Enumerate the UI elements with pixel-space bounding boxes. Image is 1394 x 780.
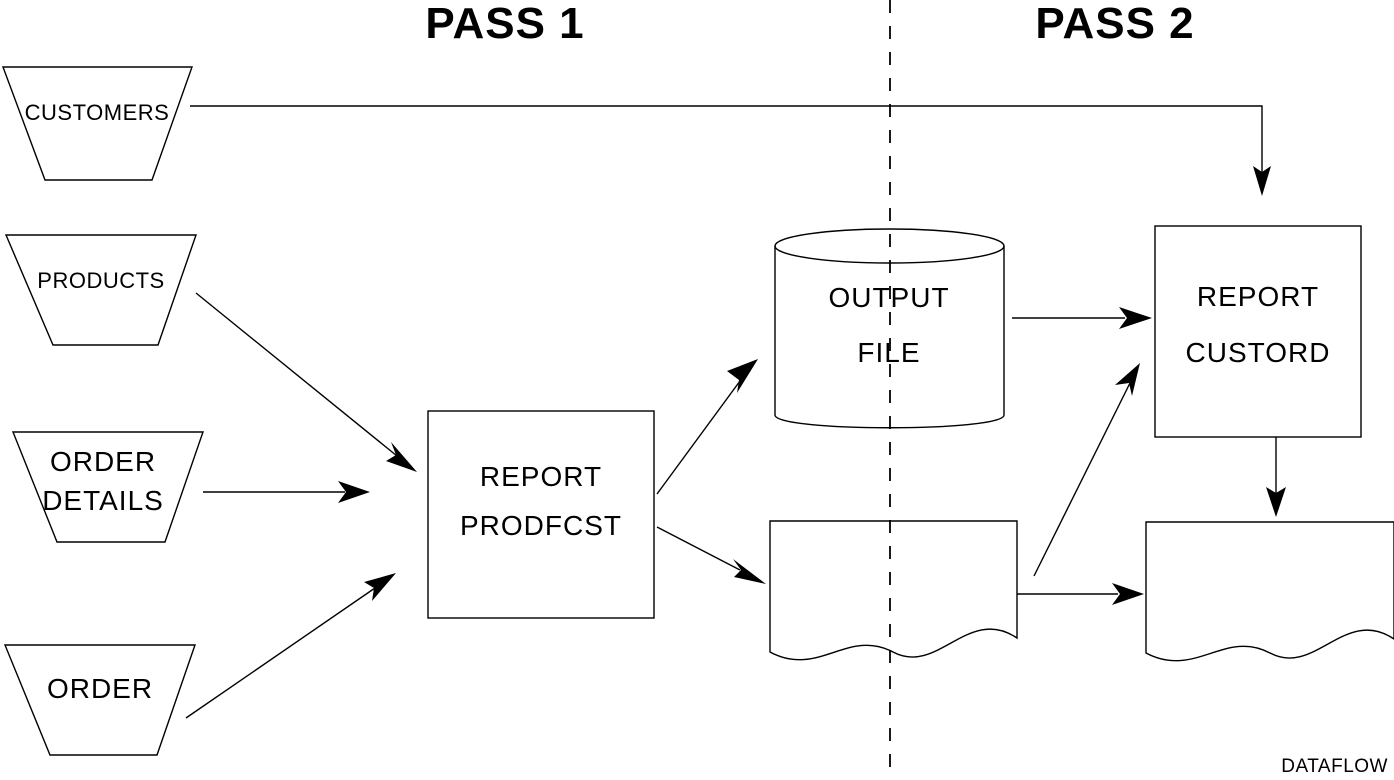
edge-report-prodfcst-to-output-file-arrowhead [727, 359, 758, 393]
edge-products-to-report-prodfcst-arrowhead [386, 442, 417, 472]
node-report-prodfcst-label-line2: PRODFCST [460, 510, 622, 541]
node-document-pass1-shape[interactable] [769, 520, 1018, 661]
edge-order-to-report-prodfcst-arrowhead [364, 573, 396, 601]
dataflow-corner-label: DATAFLOW [1281, 756, 1388, 777]
edge-products-to-report-prodfcst [195, 292, 398, 457]
node-report-prodfcst-label-line1: REPORT [480, 461, 602, 492]
node-customers-label: CUSTOMERS [25, 100, 170, 125]
node-order-details-label-line2: DETAILS [42, 485, 164, 516]
edge-output-file-to-report-custord-arrowhead [1119, 307, 1152, 329]
node-customers-shape[interactable] [1, 66, 193, 181]
node-products-shape[interactable] [4, 234, 197, 346]
edge-report-custord-to-document-pass2-arrowhead [1266, 487, 1286, 517]
node-report-custord-shape[interactable] [1154, 225, 1362, 438]
edge-customers-to-report-custord-arrowhead [1253, 166, 1271, 196]
node-document-pass2-shape[interactable] [1145, 521, 1394, 662]
node-output-file-shape[interactable] [774, 228, 1005, 429]
edge-order-to-report-prodfcst [185, 587, 376, 719]
node-order-shape[interactable] [3, 644, 196, 756]
node-order-details-label-line1: ORDER [50, 446, 156, 477]
node-output-file-label-line2: FILE [857, 337, 920, 368]
edge-order-details-to-report-prodfcst-arrowhead [338, 481, 370, 503]
node-output-file-label-line1: OUTPUT [828, 282, 949, 313]
edge-report-prodfcst-to-output-file [656, 380, 741, 495]
edge-document-pass1-to-report-custord-arrowhead [1115, 363, 1140, 396]
edge-report-prodfcst-to-document-pass1 [656, 526, 741, 571]
node-report-custord-label-line2: CUSTORD [1186, 337, 1331, 368]
edge-report-prodfcst-to-document-pass1-arrowhead [733, 559, 766, 584]
node-products-label: PRODUCTS [37, 268, 164, 293]
edge-customers-to-report-custord [190, 105, 1263, 175]
node-order-label: ORDER [47, 673, 153, 704]
node-report-custord-label-line1: REPORT [1197, 281, 1319, 312]
node-report-prodfcst-shape[interactable] [427, 410, 655, 619]
pass-1-title: PASS 1 [425, 0, 584, 48]
node-order-details-shape[interactable] [11, 431, 204, 543]
edge-document-pass1-to-report-custord [1033, 382, 1131, 577]
pass-2-title: PASS 2 [1035, 0, 1194, 48]
edge-document-pass1-to-document-pass2-arrowhead [1112, 583, 1144, 605]
